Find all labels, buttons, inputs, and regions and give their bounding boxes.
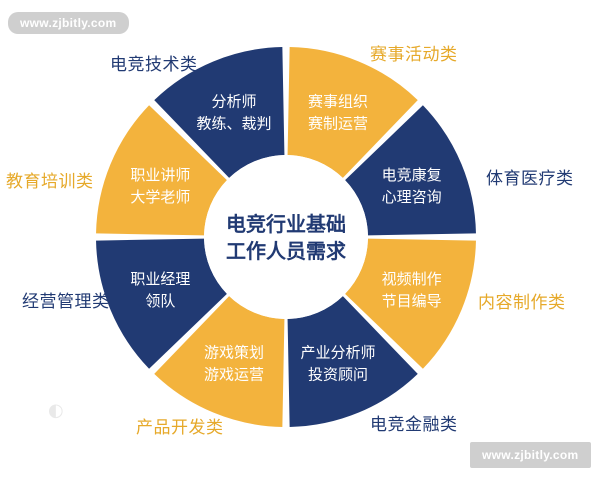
segment-finance-label-1: 产业分析师 — [301, 344, 376, 362]
segment-health-label-2: 心理咨询 — [382, 188, 442, 206]
watermark-top: www.zjbitly.com — [8, 12, 129, 34]
segment-education-label-2: 大学老师 — [130, 188, 190, 206]
category-content: 内容制作类 — [478, 293, 566, 313]
segment-event-label-1: 赛事组织 — [308, 92, 368, 110]
faint-logo-mark: ◐ — [48, 400, 64, 421]
segment-education-label-1: 职业讲师 — [130, 166, 190, 184]
watermark-bottom: www.zjbitly.com — [470, 442, 591, 468]
segment-management-label-1: 职业经理 — [130, 270, 190, 288]
segment-tech-label-1: 分析师 — [211, 92, 256, 110]
segment-tech-label-2: 教练、裁判 — [196, 114, 271, 132]
segment-event-label-2: 赛制运营 — [308, 114, 368, 132]
segment-management — [96, 238, 227, 369]
category-health: 体育医疗类 — [486, 169, 574, 189]
segment-event — [287, 47, 418, 178]
category-finance: 电竞金融类 — [370, 415, 458, 435]
center-title-line2: 工作人员需求 — [226, 239, 347, 263]
segment-health — [345, 105, 476, 236]
segment-product-label-2: 游戏运营 — [204, 366, 264, 384]
category-education: 教育培训类 — [6, 172, 94, 192]
segment-tech — [154, 47, 285, 178]
category-management: 经营管理类 — [22, 292, 110, 312]
segment-finance-label-2: 投资顾问 — [308, 366, 368, 384]
center-circle — [204, 155, 368, 319]
category-tech: 电竞技术类 — [110, 55, 198, 75]
segment-product-label-1: 游戏策划 — [204, 344, 264, 362]
category-product: 产品开发类 — [136, 418, 224, 438]
segment-product — [154, 296, 285, 427]
segment-content — [345, 238, 476, 369]
category-event: 赛事活动类 — [370, 45, 458, 65]
segment-education — [96, 105, 227, 236]
segment-finance — [287, 296, 418, 427]
segment-management-label-2: 领队 — [145, 292, 175, 310]
segment-health-label-1: 电竞康复 — [382, 166, 442, 184]
center-title-line1: 电竞行业基础 — [226, 212, 346, 236]
segment-content-label-2: 节目编导 — [382, 292, 442, 310]
segment-content-label-1: 视频制作 — [382, 270, 442, 288]
